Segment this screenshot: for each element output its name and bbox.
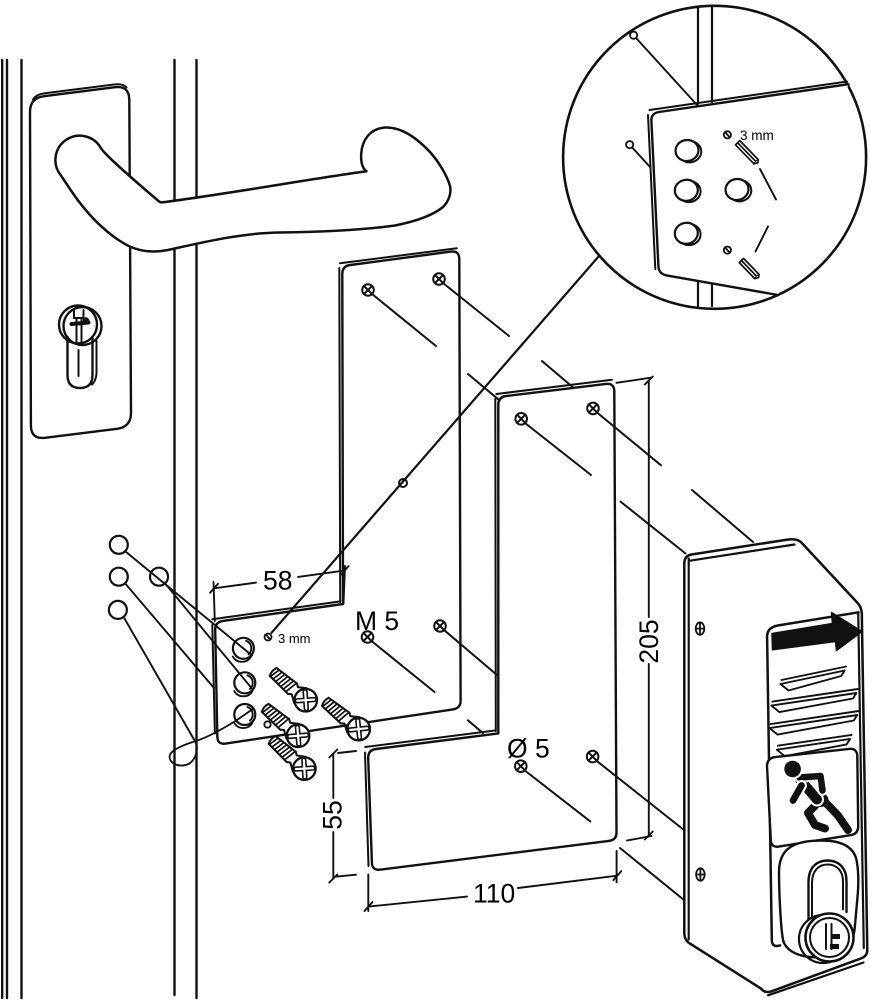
svg-text:3 mm: 3 mm (278, 631, 311, 646)
svg-text:M 5: M 5 (355, 606, 399, 636)
svg-text:3 mm: 3 mm (740, 128, 774, 143)
svg-text:110: 110 (473, 879, 515, 909)
svg-text:58: 58 (263, 566, 292, 596)
svg-text:Ø 5: Ø 5 (507, 734, 550, 764)
svg-text:55: 55 (318, 800, 348, 829)
svg-text:205: 205 (634, 619, 664, 663)
